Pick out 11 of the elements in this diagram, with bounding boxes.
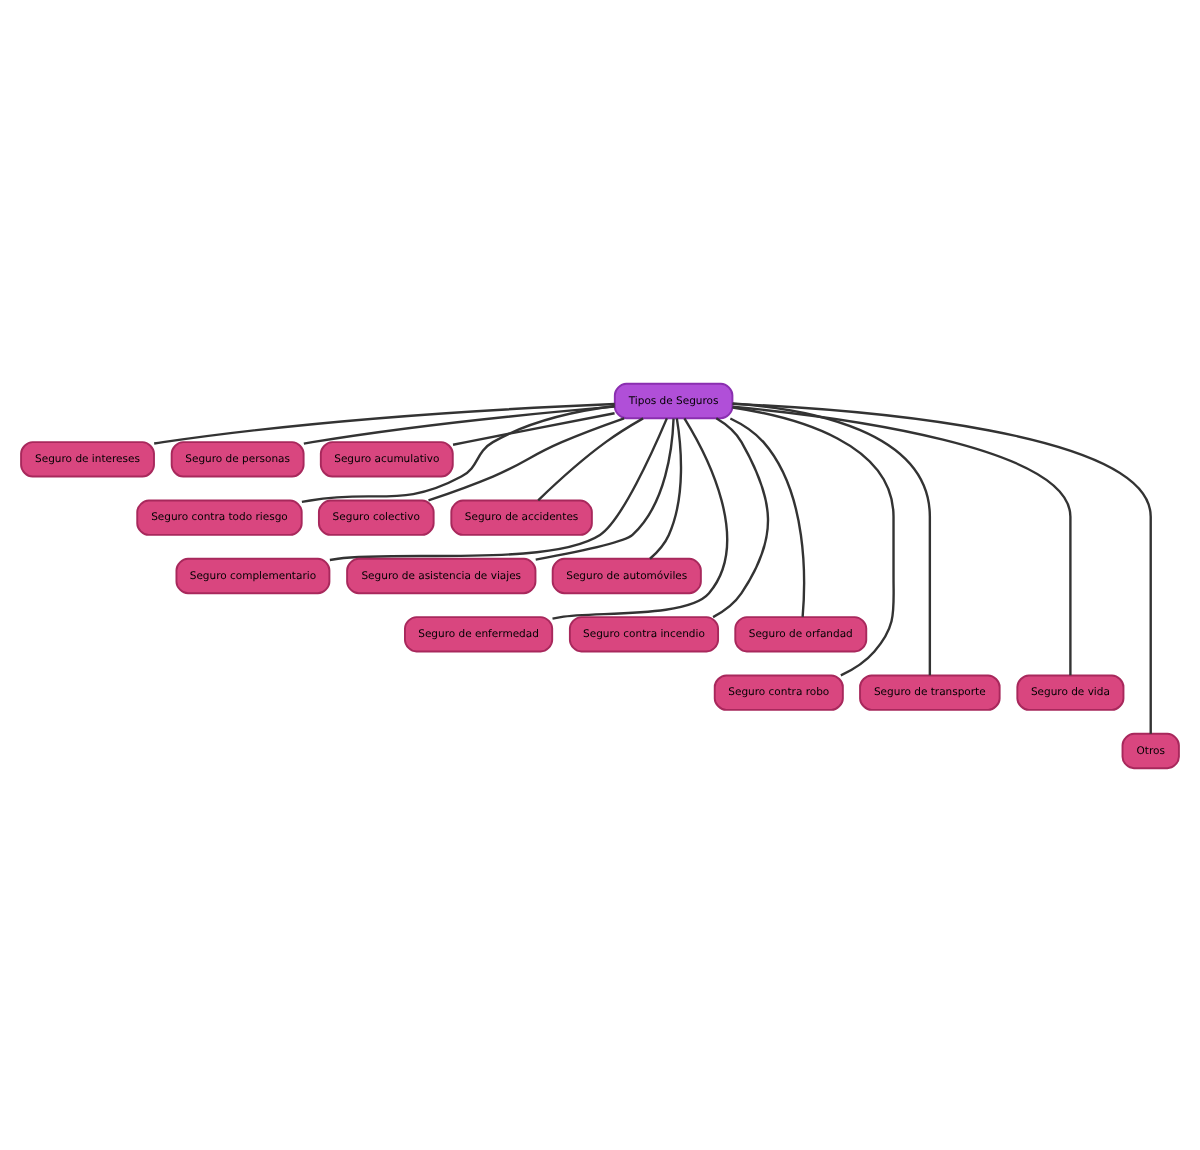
connector [729,416,806,617]
connector [535,417,675,560]
connector [649,417,683,559]
connector [537,416,644,501]
connector [452,411,615,445]
connector [303,404,615,444]
connector [428,416,625,501]
connector [329,416,668,561]
connector [712,416,770,618]
connector [153,401,615,444]
connector [301,403,615,503]
